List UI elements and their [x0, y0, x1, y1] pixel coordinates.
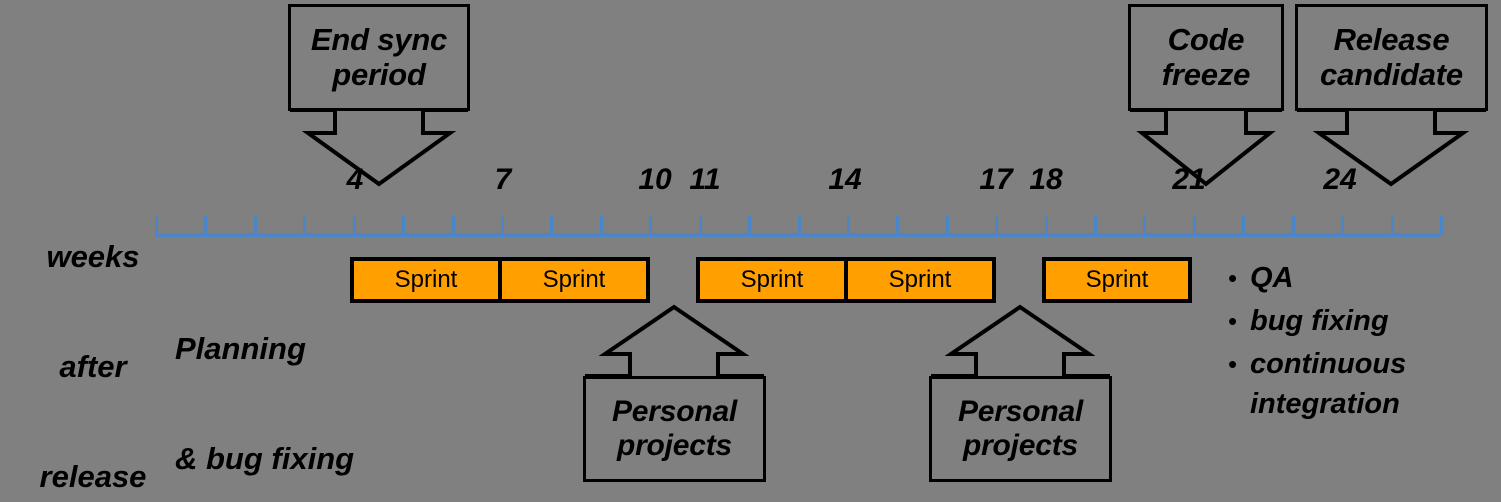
- list-item: • continuous integration: [1228, 344, 1498, 424]
- week-label-24: 24: [1323, 163, 1357, 196]
- axis-tick: [896, 215, 900, 235]
- axis-tick: [253, 215, 257, 235]
- callout-line: period: [332, 56, 426, 92]
- week-label-21: 21: [1172, 163, 1206, 196]
- list-item: • bug fixing: [1228, 301, 1498, 341]
- notes-list: • QA • bug fixing • continuous integrati…: [1228, 258, 1498, 427]
- bullet-dot-icon: •: [1228, 306, 1238, 336]
- arrow-down-release-candidate: [1297, 108, 1486, 187]
- axis-side-label: weeks after release: [18, 166, 168, 502]
- week-label-14: 14: [828, 163, 862, 196]
- sprint-box[interactable]: Sprint: [354, 261, 498, 299]
- axis-tick: [748, 215, 752, 235]
- axis-tick: [155, 215, 158, 235]
- axis-tick: [846, 215, 850, 235]
- week-label-10: 10: [638, 163, 672, 196]
- planning-label-line: Planning: [175, 331, 306, 367]
- axis-tick: [1242, 215, 1246, 235]
- bullet-dot-icon: •: [1228, 263, 1238, 293]
- planning-label: Planning & bug fixing: [175, 258, 354, 502]
- callout-line: Code: [1167, 21, 1245, 57]
- callout-release-candidate-text: Release candidate: [1320, 21, 1463, 92]
- callout-line: End sync: [310, 21, 448, 57]
- axis-tick: [1341, 215, 1345, 235]
- axis-tick: [303, 215, 307, 235]
- axis-tick: [1192, 215, 1196, 235]
- axis-tick: [698, 215, 702, 235]
- axis-tick: [649, 215, 653, 235]
- axis-tick: [451, 215, 455, 235]
- arrow-up-personal-projects-1: [585, 304, 764, 378]
- callout-personal-projects-2-text: Personal projects: [958, 395, 1083, 462]
- axis-tick: [402, 215, 406, 235]
- callout-line: candidate: [1320, 56, 1463, 92]
- callout-personal-projects-1[interactable]: Personal projects: [583, 376, 766, 482]
- callout-end-sync-period[interactable]: End sync period: [288, 4, 470, 111]
- axis-tick: [550, 215, 554, 235]
- list-item-label: QA: [1250, 262, 1294, 294]
- week-label-18: 18: [1029, 163, 1063, 196]
- axis-tick: [1440, 215, 1443, 235]
- callout-line: Personal: [957, 395, 1084, 429]
- sprint-group-1[interactable]: Sprint Sprint: [350, 257, 650, 303]
- axis-side-label-line: weeks: [46, 239, 140, 275]
- sprint-box[interactable]: Sprint: [700, 261, 844, 299]
- axis-tick: [995, 215, 999, 235]
- callout-code-freeze[interactable]: Code freeze: [1128, 4, 1284, 111]
- sprint-group-3[interactable]: Sprint: [1042, 257, 1192, 303]
- arrow-down-end-sync-period: [290, 108, 468, 187]
- axis-tick: [599, 215, 603, 235]
- callout-release-candidate[interactable]: Release candidate: [1295, 4, 1488, 111]
- callout-line: Release: [1333, 21, 1450, 57]
- arrow-up-personal-projects-2: [931, 304, 1110, 378]
- axis-tick: [204, 215, 208, 235]
- arrow-down-code-freeze: [1130, 108, 1282, 187]
- week-label-7: 7: [494, 163, 512, 196]
- sprint-box[interactable]: Sprint: [848, 261, 992, 299]
- timeline-axis: [155, 233, 1440, 237]
- axis-tick: [1094, 215, 1098, 235]
- callout-line: freeze: [1161, 56, 1251, 92]
- callout-personal-projects-2[interactable]: Personal projects: [929, 376, 1112, 482]
- axis-tick: [797, 215, 801, 235]
- week-label-11: 11: [689, 163, 721, 196]
- callout-personal-projects-1-text: Personal projects: [612, 395, 737, 462]
- axis-side-label-line: after: [59, 348, 127, 384]
- list-item-label: continuous integration: [1250, 348, 1407, 420]
- axis-tick: [500, 215, 504, 235]
- sprint-box[interactable]: Sprint: [502, 261, 646, 299]
- bullet-dot-icon: •: [1228, 349, 1238, 379]
- planning-label-line: & bug fixing: [175, 440, 355, 476]
- week-label-17: 17: [979, 163, 1013, 196]
- list-item-label: bug fixing: [1250, 305, 1389, 337]
- callout-line: projects: [962, 429, 1079, 462]
- axis-tick: [1390, 215, 1394, 235]
- sprint-group-2[interactable]: Sprint Sprint: [696, 257, 996, 303]
- axis-tick: [1044, 215, 1048, 235]
- callout-code-freeze-text: Code freeze: [1161, 21, 1251, 92]
- list-item: • QA: [1228, 258, 1498, 298]
- axis-tick: [352, 215, 356, 235]
- axis-tick: [1143, 215, 1147, 235]
- callout-end-sync-period-text: End sync period: [310, 21, 448, 92]
- axis-side-label-line: release: [39, 458, 147, 494]
- callout-line: projects: [616, 429, 733, 462]
- axis-tick: [1291, 215, 1295, 235]
- sprint-box[interactable]: Sprint: [1046, 261, 1188, 299]
- callout-line: Personal: [611, 395, 738, 429]
- axis-tick: [945, 215, 949, 235]
- week-label-4: 4: [346, 163, 364, 196]
